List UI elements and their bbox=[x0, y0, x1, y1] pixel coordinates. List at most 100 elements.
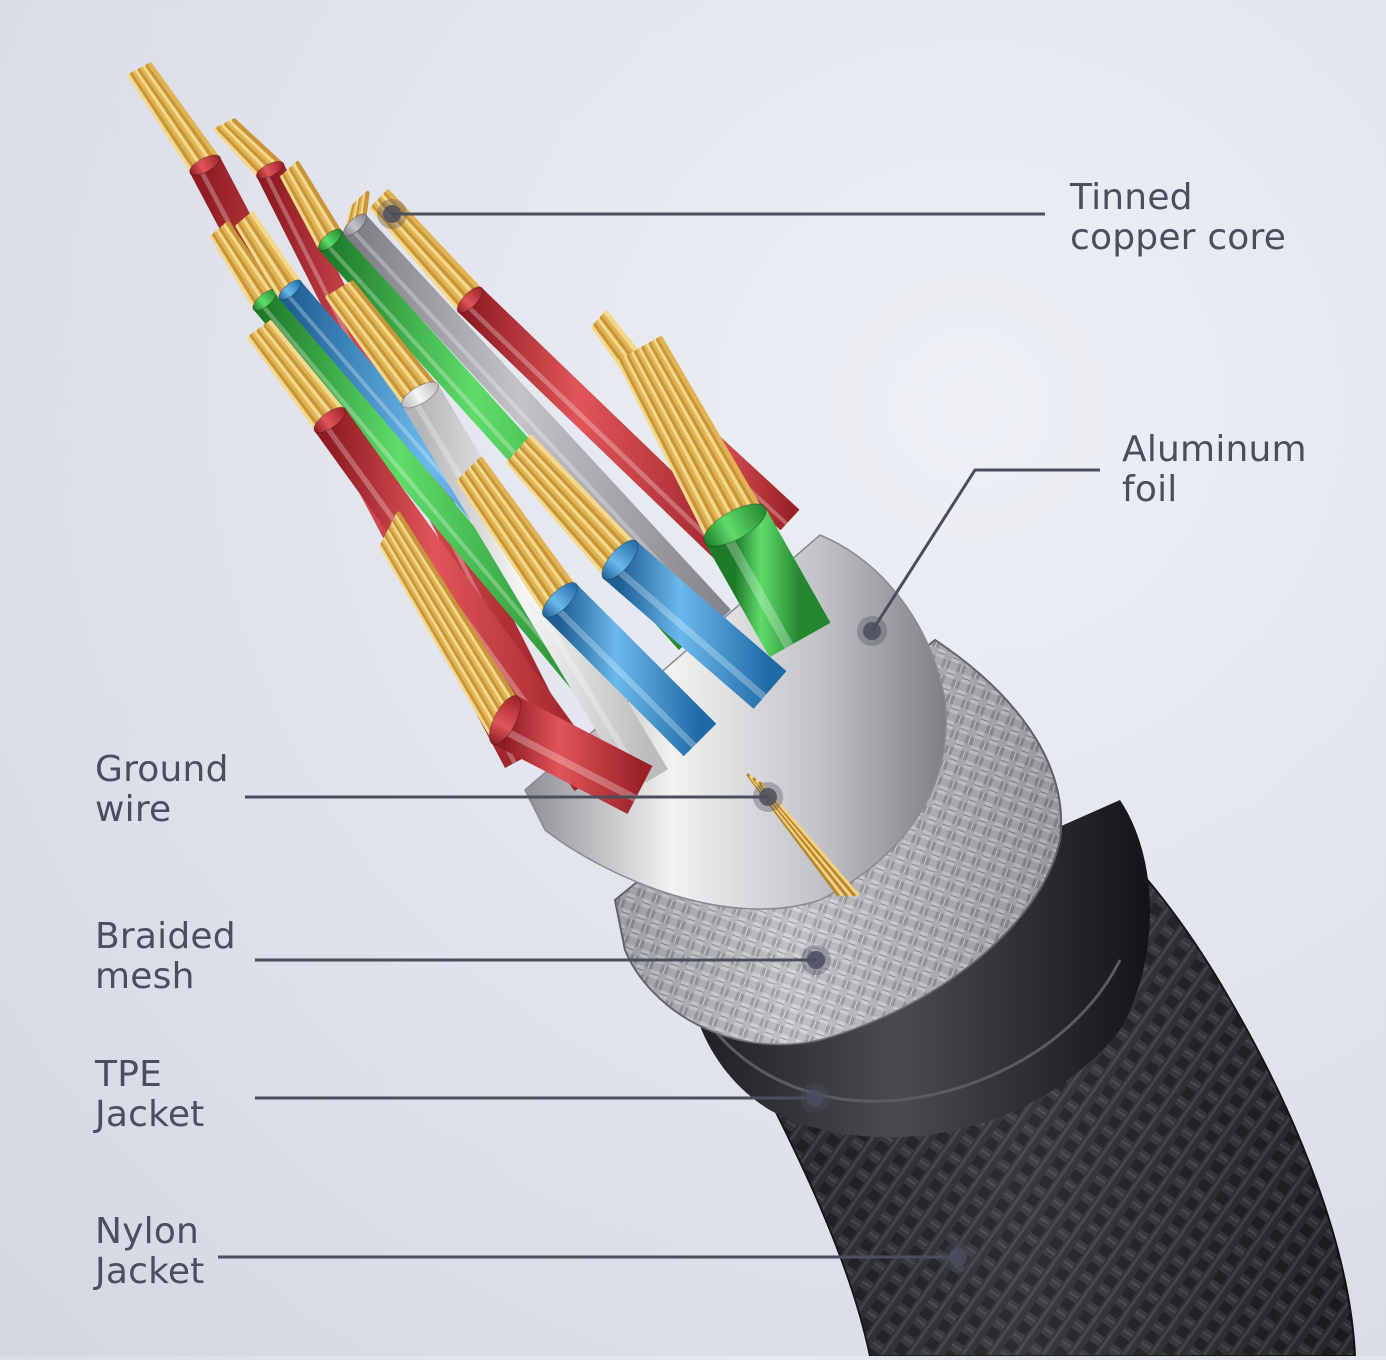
copper-strand bbox=[512, 454, 616, 571]
copper-strand bbox=[229, 119, 281, 169]
copper-strand bbox=[458, 476, 551, 614]
copper-strand bbox=[624, 355, 721, 537]
copper-strand bbox=[478, 456, 577, 589]
insulation-end bbox=[189, 154, 221, 176]
copper-strand bbox=[514, 452, 618, 568]
copper-strand bbox=[460, 474, 554, 612]
copper-strand bbox=[396, 511, 518, 702]
copper-strand bbox=[135, 69, 204, 169]
copper-strand bbox=[521, 443, 627, 557]
tpe-jacket-edge bbox=[688, 959, 1122, 1103]
copper-strand bbox=[280, 174, 323, 251]
copper-strand bbox=[506, 460, 609, 579]
copper-strand bbox=[394, 513, 517, 705]
copper-strand bbox=[249, 211, 302, 285]
copper-strand bbox=[381, 539, 500, 737]
copper-strand bbox=[389, 524, 510, 718]
copper-strand bbox=[213, 127, 261, 178]
label-ground-wire-line2: wire bbox=[95, 789, 172, 830]
copper-strand bbox=[295, 161, 342, 234]
copper-strand bbox=[466, 468, 561, 604]
copper-strand bbox=[132, 70, 201, 171]
callout-aluminum-foil bbox=[857, 468, 1100, 646]
copper-strand bbox=[249, 333, 323, 430]
copper-strand bbox=[387, 529, 507, 724]
copper-strand bbox=[636, 348, 736, 529]
insulation-end bbox=[703, 503, 767, 547]
copper-strand bbox=[656, 337, 761, 515]
copper-strand bbox=[617, 359, 712, 542]
insulation-highlight bbox=[719, 528, 794, 649]
copper-strand bbox=[519, 445, 625, 560]
insulation-highlight bbox=[498, 725, 638, 802]
copper-strand bbox=[510, 456, 613, 573]
copper-strand bbox=[631, 351, 730, 532]
label-nylon-jacket-line1: Nylon bbox=[95, 1211, 200, 1252]
callout-dot bbox=[806, 1089, 824, 1107]
copper-strand bbox=[330, 292, 414, 403]
copper-strand bbox=[641, 345, 742, 525]
copper-strand bbox=[223, 223, 275, 297]
copper-strand bbox=[392, 518, 513, 712]
copper-strand bbox=[142, 65, 214, 164]
copper-strand bbox=[148, 62, 220, 161]
copper-strand bbox=[380, 541, 499, 740]
copper-strand bbox=[235, 223, 284, 301]
copper-strand bbox=[515, 449, 620, 565]
conductor-red-front bbox=[379, 511, 653, 814]
copper-strand bbox=[651, 340, 755, 518]
copper-strand bbox=[528, 434, 637, 547]
copper-strand bbox=[258, 326, 334, 422]
insulation-end bbox=[313, 406, 347, 434]
insulation bbox=[543, 583, 717, 757]
copper-strand bbox=[472, 462, 569, 596]
label-tpe-jacket-line2: Jacket bbox=[95, 1094, 205, 1135]
copper-strand bbox=[325, 295, 407, 407]
copper-strand bbox=[621, 356, 718, 539]
copper-strand bbox=[385, 531, 505, 727]
label-nylon-jacket-line2: Jacket bbox=[95, 1251, 205, 1292]
copper-strand bbox=[476, 458, 574, 591]
copper-strand bbox=[369, 206, 463, 313]
copper-strand bbox=[626, 353, 724, 535]
copper-strand bbox=[130, 71, 198, 173]
copper-strand bbox=[225, 221, 277, 294]
copper-strand bbox=[212, 232, 261, 309]
copper-strand bbox=[254, 330, 328, 426]
insulation-end bbox=[541, 581, 579, 619]
copper-strand bbox=[643, 344, 745, 523]
copper-strand bbox=[335, 289, 420, 400]
copper-strand bbox=[383, 191, 480, 295]
callout-ground-wire bbox=[245, 782, 783, 812]
copper-strand bbox=[523, 441, 630, 555]
insulation-end bbox=[342, 213, 368, 237]
copper-strand bbox=[379, 544, 497, 743]
copper-strand bbox=[245, 215, 296, 290]
copper-strand bbox=[332, 290, 417, 401]
copper-strand bbox=[638, 347, 739, 527]
copper-strand bbox=[347, 281, 435, 390]
callout-tinned-copper-core bbox=[377, 199, 1045, 229]
copper-strand bbox=[221, 225, 272, 299]
callout-dot bbox=[949, 1248, 967, 1266]
copper-strand bbox=[286, 168, 331, 244]
copper-strand bbox=[527, 437, 634, 549]
copper-strand bbox=[216, 228, 266, 304]
nylon-jacket-shading bbox=[760, 850, 1355, 1356]
copper-strand bbox=[218, 226, 269, 302]
copper-strand bbox=[284, 170, 329, 246]
copper-strand bbox=[216, 126, 265, 177]
callout-nylon-jacket bbox=[218, 1242, 973, 1272]
copper-strand bbox=[240, 219, 290, 295]
copper-strand bbox=[237, 221, 287, 298]
leader-line bbox=[870, 468, 1100, 632]
label-aluminum-foil-line2: foil bbox=[1122, 469, 1178, 510]
copper-strand bbox=[282, 172, 326, 249]
copper-strand bbox=[385, 189, 483, 292]
